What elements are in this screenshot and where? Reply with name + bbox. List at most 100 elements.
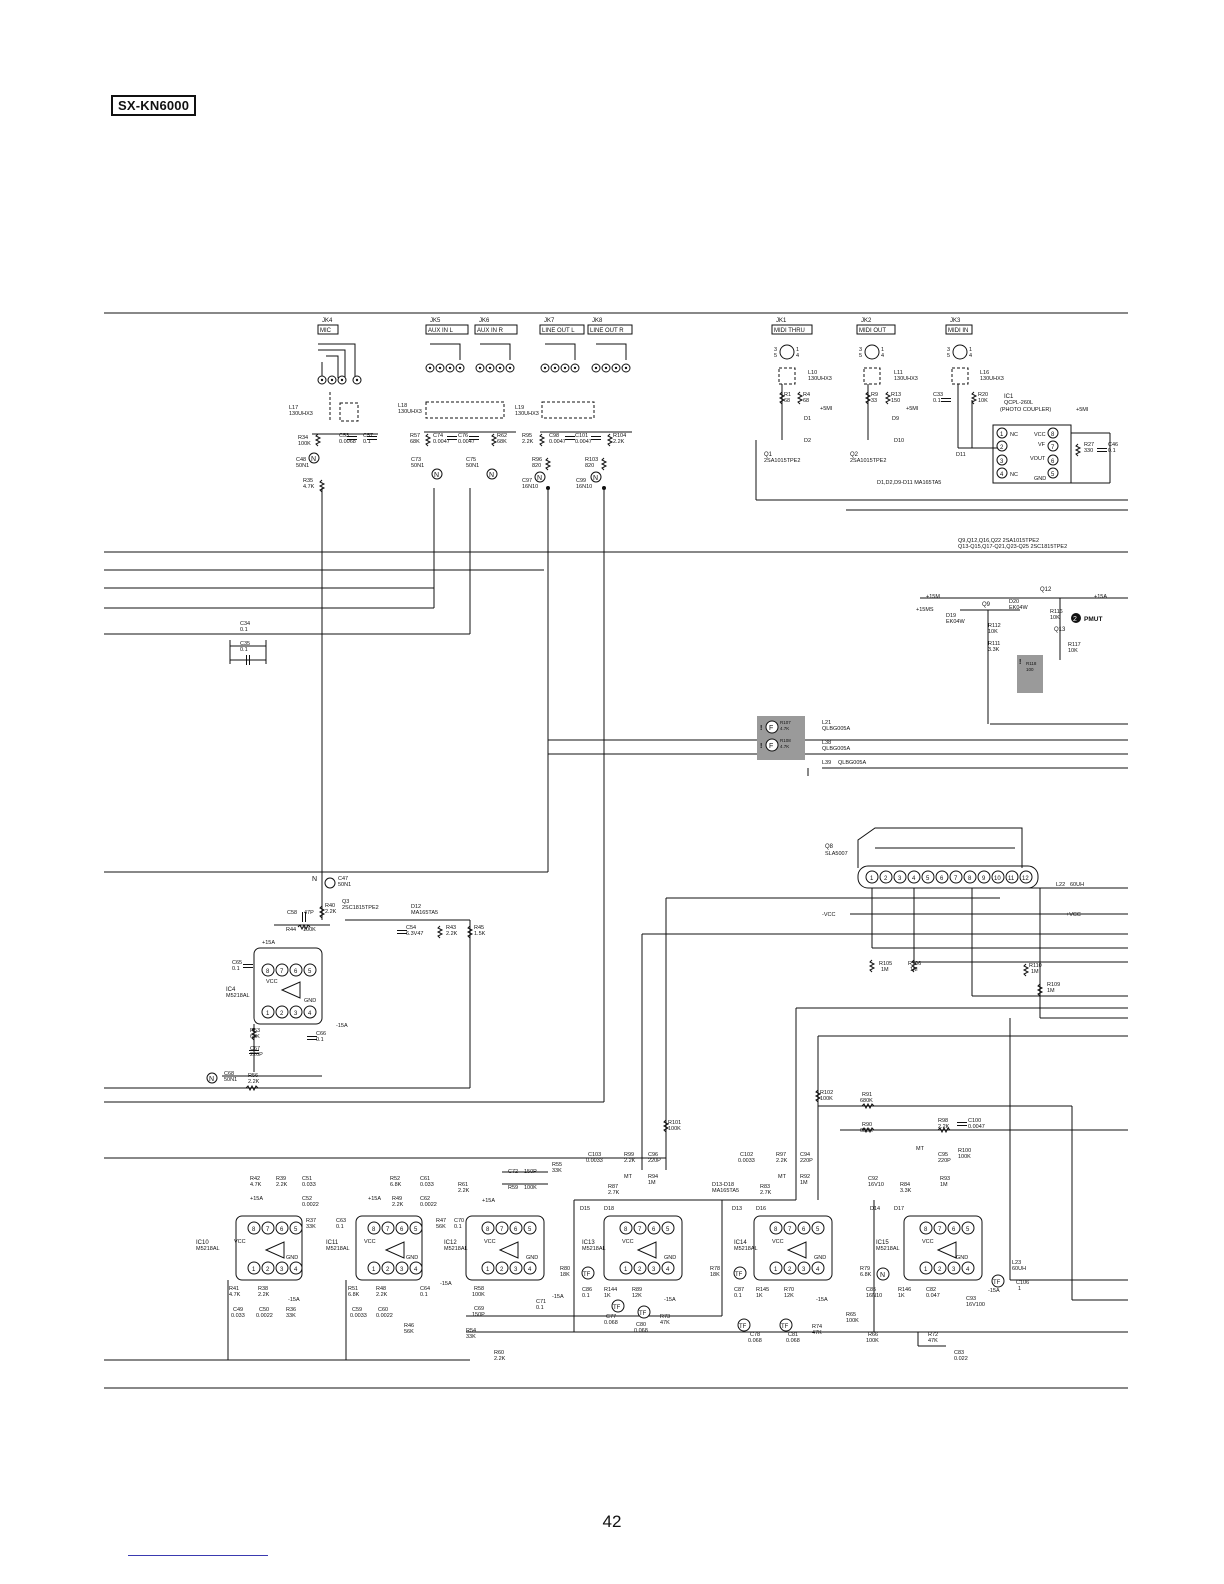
svg-text:R36: R36	[286, 1307, 296, 1313]
svg-text:0.0033: 0.0033	[586, 1158, 603, 1164]
svg-text:MA165TA5: MA165TA5	[411, 910, 438, 916]
svg-text:C60: C60	[378, 1307, 388, 1313]
svg-text:4: 4	[294, 1267, 298, 1273]
svg-text:16V10: 16V10	[868, 1182, 884, 1188]
svg-text:130UHX3: 130UHX3	[808, 376, 832, 382]
svg-text:6: 6	[1051, 459, 1055, 465]
svg-text:R98: R98	[938, 1118, 948, 1124]
svg-text:33K: 33K	[306, 1224, 316, 1230]
svg-text:(PHOTO COUPLER): (PHOTO COUPLER)	[1000, 407, 1051, 413]
svg-text:VOUT: VOUT	[1030, 456, 1046, 462]
svg-text:R95: R95	[522, 433, 532, 439]
svg-text:R55: R55	[552, 1162, 562, 1168]
svg-text:VCC: VCC	[266, 979, 278, 985]
svg-text:C47: C47	[338, 876, 348, 882]
svg-text:R144: R144	[604, 1287, 617, 1293]
svg-text:2.2K: 2.2K	[248, 1079, 260, 1085]
svg-text:C80: C80	[636, 1322, 646, 1328]
svg-text:R49: R49	[392, 1196, 402, 1202]
svg-text:R66: R66	[868, 1332, 878, 1338]
svg-text:68: 68	[784, 398, 790, 404]
svg-text:4: 4	[666, 1267, 670, 1273]
svg-text:47K: 47K	[812, 1330, 822, 1336]
svg-text:R117: R117	[1068, 642, 1081, 648]
svg-text:5: 5	[1051, 472, 1055, 478]
svg-text:4.7K: 4.7K	[303, 484, 315, 490]
svg-text:R96: R96	[532, 457, 542, 463]
svg-text:C102: C102	[740, 1152, 753, 1158]
svg-text:D19: D19	[946, 613, 956, 619]
jk6-aux-in-r-connector: JK6 AUX IN R	[474, 318, 518, 335]
svg-text:2: 2	[280, 1011, 284, 1017]
svg-text:C83: C83	[954, 1350, 964, 1356]
svg-text:3: 3	[514, 1267, 518, 1273]
svg-text:1K: 1K	[898, 1293, 905, 1299]
svg-text:R104: R104	[613, 433, 626, 439]
svg-text:R89: R89	[632, 1287, 642, 1293]
svg-text:C67: C67	[250, 1046, 260, 1052]
svg-text:R45: R45	[474, 925, 484, 931]
svg-text:C106: C106	[1016, 1280, 1029, 1286]
svg-text:7: 7	[788, 1227, 792, 1233]
svg-text:TF: TF	[639, 1311, 647, 1317]
svg-text:R74: R74	[812, 1324, 822, 1330]
svg-text:R100: R100	[958, 1148, 971, 1154]
svg-text:GND: GND	[814, 1255, 826, 1261]
svg-text:D1,D2,D9-D11 MA165TA5: D1,D2,D9-D11 MA165TA5	[877, 480, 941, 486]
svg-text:2.2K: 2.2K	[938, 1124, 950, 1130]
svg-text:1M: 1M	[910, 967, 918, 973]
svg-text:N: N	[312, 876, 317, 883]
svg-text:0.033: 0.033	[302, 1182, 316, 1188]
svg-text:0.1: 0.1	[454, 1224, 462, 1230]
svg-text:1: 1	[372, 1267, 376, 1273]
svg-text:1: 1	[266, 1011, 270, 1017]
svg-text:130UHX3: 130UHX3	[398, 409, 422, 415]
svg-text:3.3K: 3.3K	[988, 647, 1000, 653]
jk5-aux-in-l-connector: JK5 AUX IN L	[425, 318, 469, 335]
svg-text:MIDI THRU: MIDI THRU	[774, 328, 805, 334]
svg-text:6.8K: 6.8K	[348, 1292, 360, 1298]
svg-text:M5218AL: M5218AL	[326, 1246, 350, 1252]
svg-text:2SA1015TPE2: 2SA1015TPE2	[850, 458, 886, 464]
svg-text:0.1: 0.1	[363, 439, 371, 445]
svg-text:N: N	[209, 1076, 214, 1083]
svg-text:100K: 100K	[820, 1096, 833, 1102]
svg-text:0.0033: 0.0033	[350, 1313, 367, 1319]
svg-text:D15: D15	[580, 1206, 590, 1212]
svg-text:0.022: 0.022	[954, 1356, 968, 1362]
svg-text:16V100: 16V100	[966, 1302, 985, 1308]
svg-text:220P: 220P	[938, 1158, 951, 1164]
svg-text:10K: 10K	[1050, 615, 1060, 621]
svg-text:R111: R111	[988, 641, 1000, 647]
jk4-mic-connector: JK4 MIC	[312, 318, 378, 435]
svg-text:C86: C86	[582, 1287, 592, 1293]
svg-text:R91: R91	[862, 1092, 872, 1098]
svg-text:R65: R65	[846, 1312, 856, 1318]
svg-text:4: 4	[414, 1267, 418, 1273]
svg-text:2.2K: 2.2K	[392, 1202, 404, 1208]
svg-text:JK2: JK2	[861, 318, 872, 324]
svg-text:L39: L39	[822, 760, 831, 766]
svg-text:C92: C92	[868, 1176, 878, 1182]
svg-text:16N10: 16N10	[576, 484, 592, 490]
svg-text:3: 3	[952, 1267, 956, 1273]
svg-text:9: 9	[982, 876, 986, 882]
svg-text:C35: C35	[240, 641, 250, 647]
svg-text:VCC: VCC	[364, 1239, 376, 1245]
footer-rule	[128, 1555, 268, 1556]
svg-text:-15A: -15A	[336, 1023, 348, 1029]
svg-text:8: 8	[266, 969, 270, 975]
jk2-midi-out-connector: JK2 MIDI OUT	[856, 318, 896, 360]
svg-text:0.1: 0.1	[1108, 448, 1116, 454]
svg-text:R57: R57	[410, 433, 420, 439]
svg-text:3: 3	[280, 1267, 284, 1273]
svg-text:QLBG005A: QLBG005A	[822, 726, 850, 732]
svg-text:100K: 100K	[303, 927, 316, 933]
svg-text:L18: L18	[398, 403, 407, 409]
svg-text:+15A: +15A	[482, 1198, 495, 1204]
svg-text:1: 1	[1000, 432, 1004, 438]
svg-text:6: 6	[280, 1227, 284, 1233]
svg-text:IC15: IC15	[876, 1240, 889, 1246]
svg-text:16N10: 16N10	[866, 1293, 882, 1299]
